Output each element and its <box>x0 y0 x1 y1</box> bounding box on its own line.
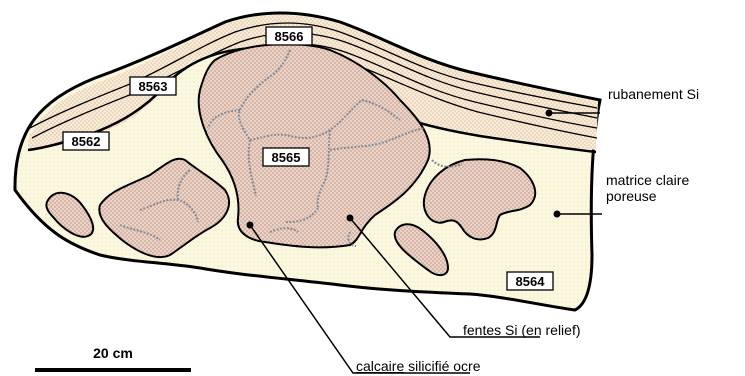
label-matrice-line2: poreuse <box>606 188 657 204</box>
sample-label-8563: 8563 <box>130 77 176 95</box>
svg-text:8564: 8564 <box>516 274 546 289</box>
label-calcaire: calcaire silicifié ocre <box>356 358 481 374</box>
svg-text:8562: 8562 <box>72 134 101 149</box>
sample-label-8562: 8562 <box>63 132 109 150</box>
svg-text:8563: 8563 <box>139 79 168 94</box>
label-rubanement: rubanement Si <box>608 86 699 102</box>
scale-bar-label: 20 cm <box>93 345 133 361</box>
sample-label-8565: 8565 <box>263 148 309 166</box>
label-matrice-line1: matrice claire <box>606 172 689 188</box>
sample-label-8564: 8564 <box>507 272 553 290</box>
svg-text:8566: 8566 <box>275 29 304 44</box>
sample-label-8566: 8566 <box>266 27 312 45</box>
label-fentes: fentes Si (en relief) <box>463 322 581 338</box>
scale-bar: 20 cm <box>35 345 191 370</box>
svg-text:8565: 8565 <box>272 150 301 165</box>
